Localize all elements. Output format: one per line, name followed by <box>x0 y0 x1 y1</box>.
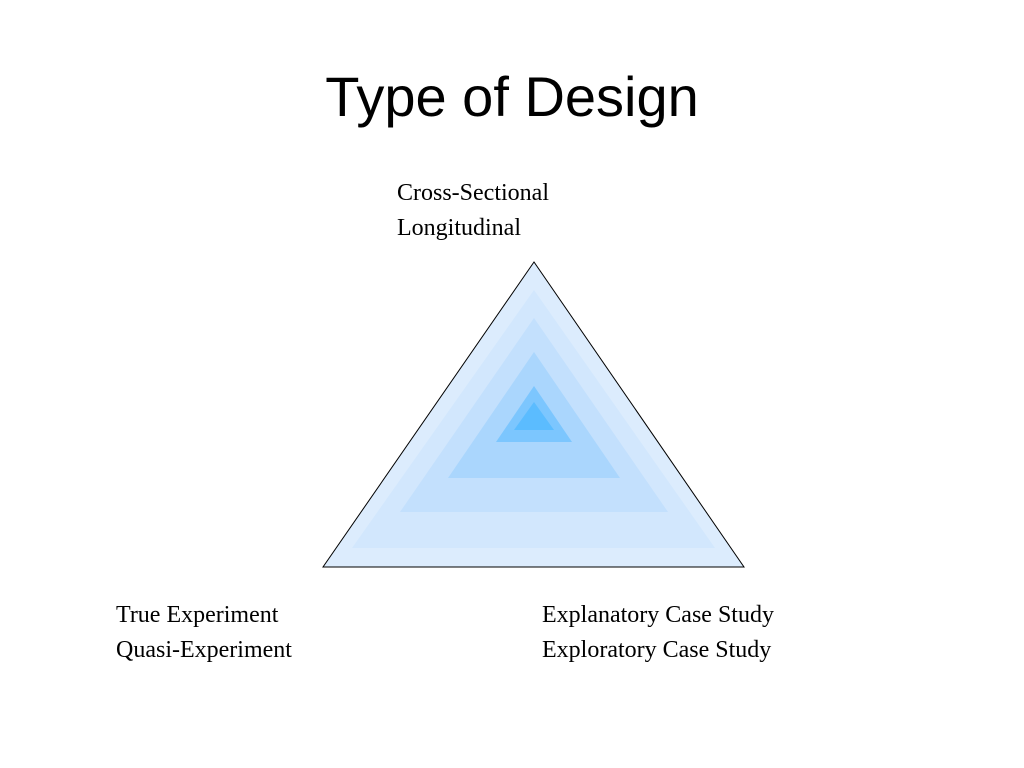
label-true-experiment: True Experiment <box>116 602 279 628</box>
label-cross-sectional: Cross-Sectional <box>397 180 549 206</box>
label-quasi-experiment: Quasi-Experiment <box>116 637 292 663</box>
bottom-left-vertex-labels: True Experiment Quasi-Experiment <box>116 598 292 668</box>
page-title: Type of Design <box>325 65 699 128</box>
label-explanatory-case-study: Explanatory Case Study <box>542 602 774 628</box>
label-exploratory-case-study: Exploratory Case Study <box>542 637 772 663</box>
label-longitudinal: Longitudinal <box>397 215 521 241</box>
triangle-outline <box>322 261 745 568</box>
top-vertex-labels: Cross-Sectional Longitudinal <box>397 176 549 246</box>
triangle-layer-6 <box>514 402 554 430</box>
bottom-right-vertex-labels: Explanatory Case Study Exploratory Case … <box>542 598 774 668</box>
